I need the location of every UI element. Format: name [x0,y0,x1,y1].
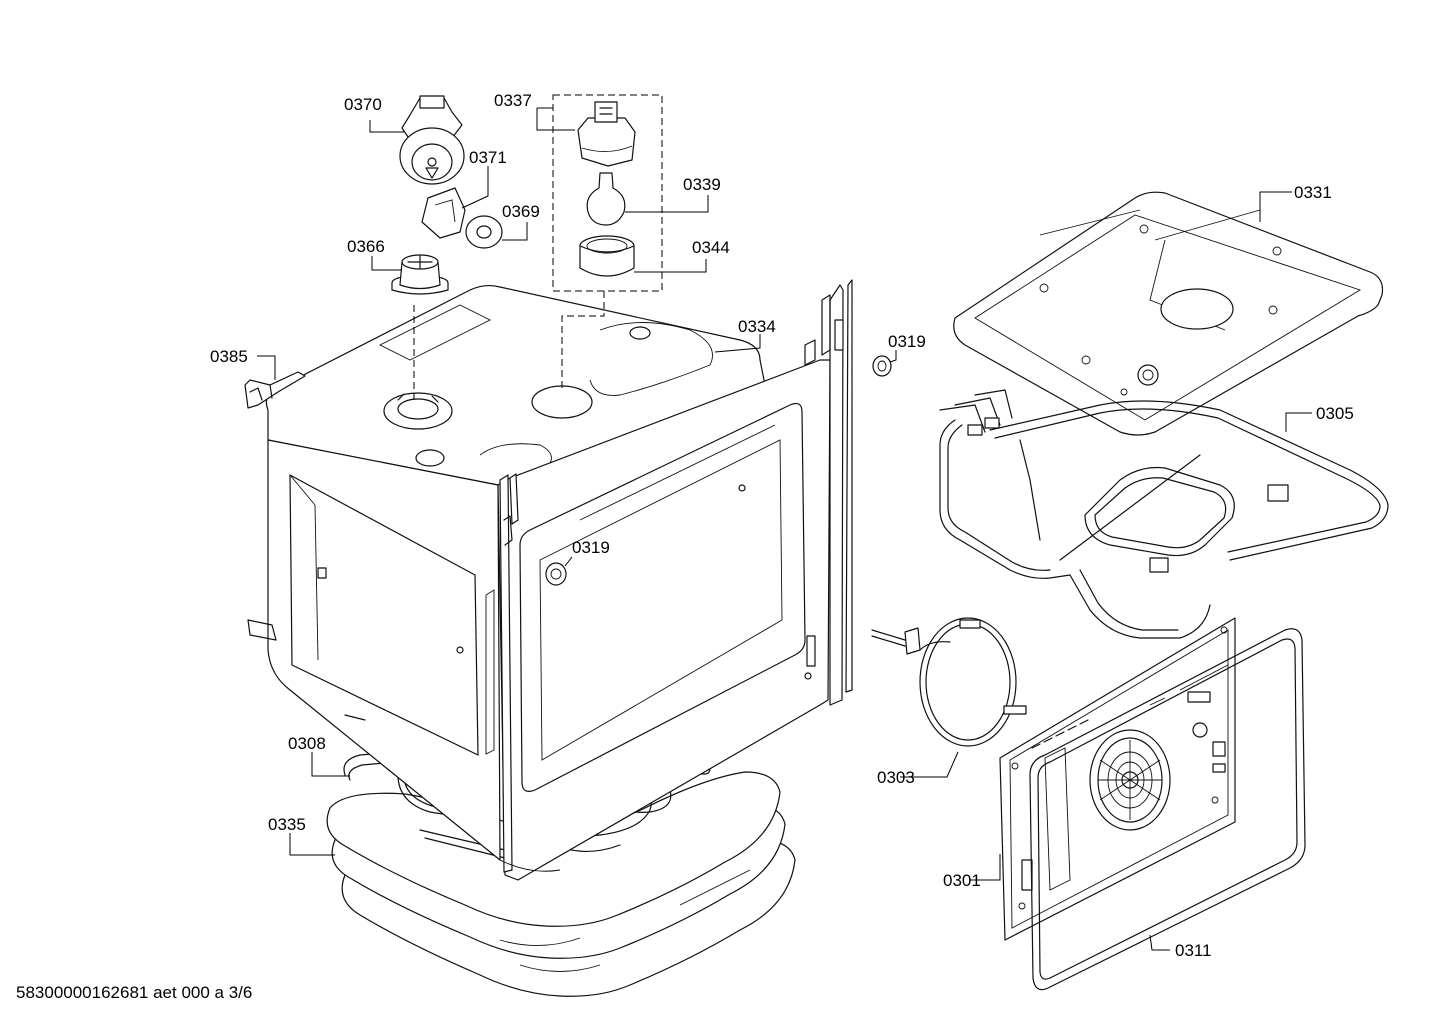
label-0337: 0337 [494,91,532,110]
grommet-0319-mid-drawing [545,562,567,586]
label-0303: 0303 [877,768,915,787]
label-0371: 0371 [469,148,507,167]
label-0335: 0335 [268,815,306,834]
lamp-assembly-drawing [552,94,663,292]
lamp-motor-drawing [399,95,465,185]
label-0308: 0308 [288,734,326,753]
label-0369: 0369 [502,202,540,221]
bracket-0385-drawing [244,371,306,409]
drawing-reference-footer: 58300000162681 aet 000 a 3/6 [16,983,252,1002]
oven-cavity-drawing [247,279,853,881]
label-0319-top: 0319 [888,332,926,351]
label-0344: 0344 [692,238,730,257]
label-0334: 0334 [738,317,776,336]
fan-coupling-0366-drawing [391,254,449,295]
grommet-0319-top-drawing [872,355,892,377]
label-0331: 0331 [1294,183,1332,202]
rear-wall-drawing [999,617,1236,941]
gasket-drawing [1029,628,1306,991]
label-0305: 0305 [1316,404,1354,423]
top-cover-drawing [953,191,1384,436]
washer-0369-drawing [465,215,503,249]
label-0311: 0311 [1175,941,1212,960]
label-0339: 0339 [683,175,721,194]
upper-heater-drawing [939,389,1389,639]
bracket-0371-drawing [421,187,466,239]
label-0301: 0301 [943,871,981,890]
label-0366: 0366 [347,237,385,256]
label-0370: 0370 [344,95,382,114]
label-0385: 0385 [210,347,248,366]
ring-heater-drawing [871,617,1027,747]
part-labels: 0370 0337 0371 0339 0369 0366 0344 0331 … [210,91,1354,960]
label-0319-mid: 0319 [572,538,610,557]
leader-lines [257,107,1312,951]
